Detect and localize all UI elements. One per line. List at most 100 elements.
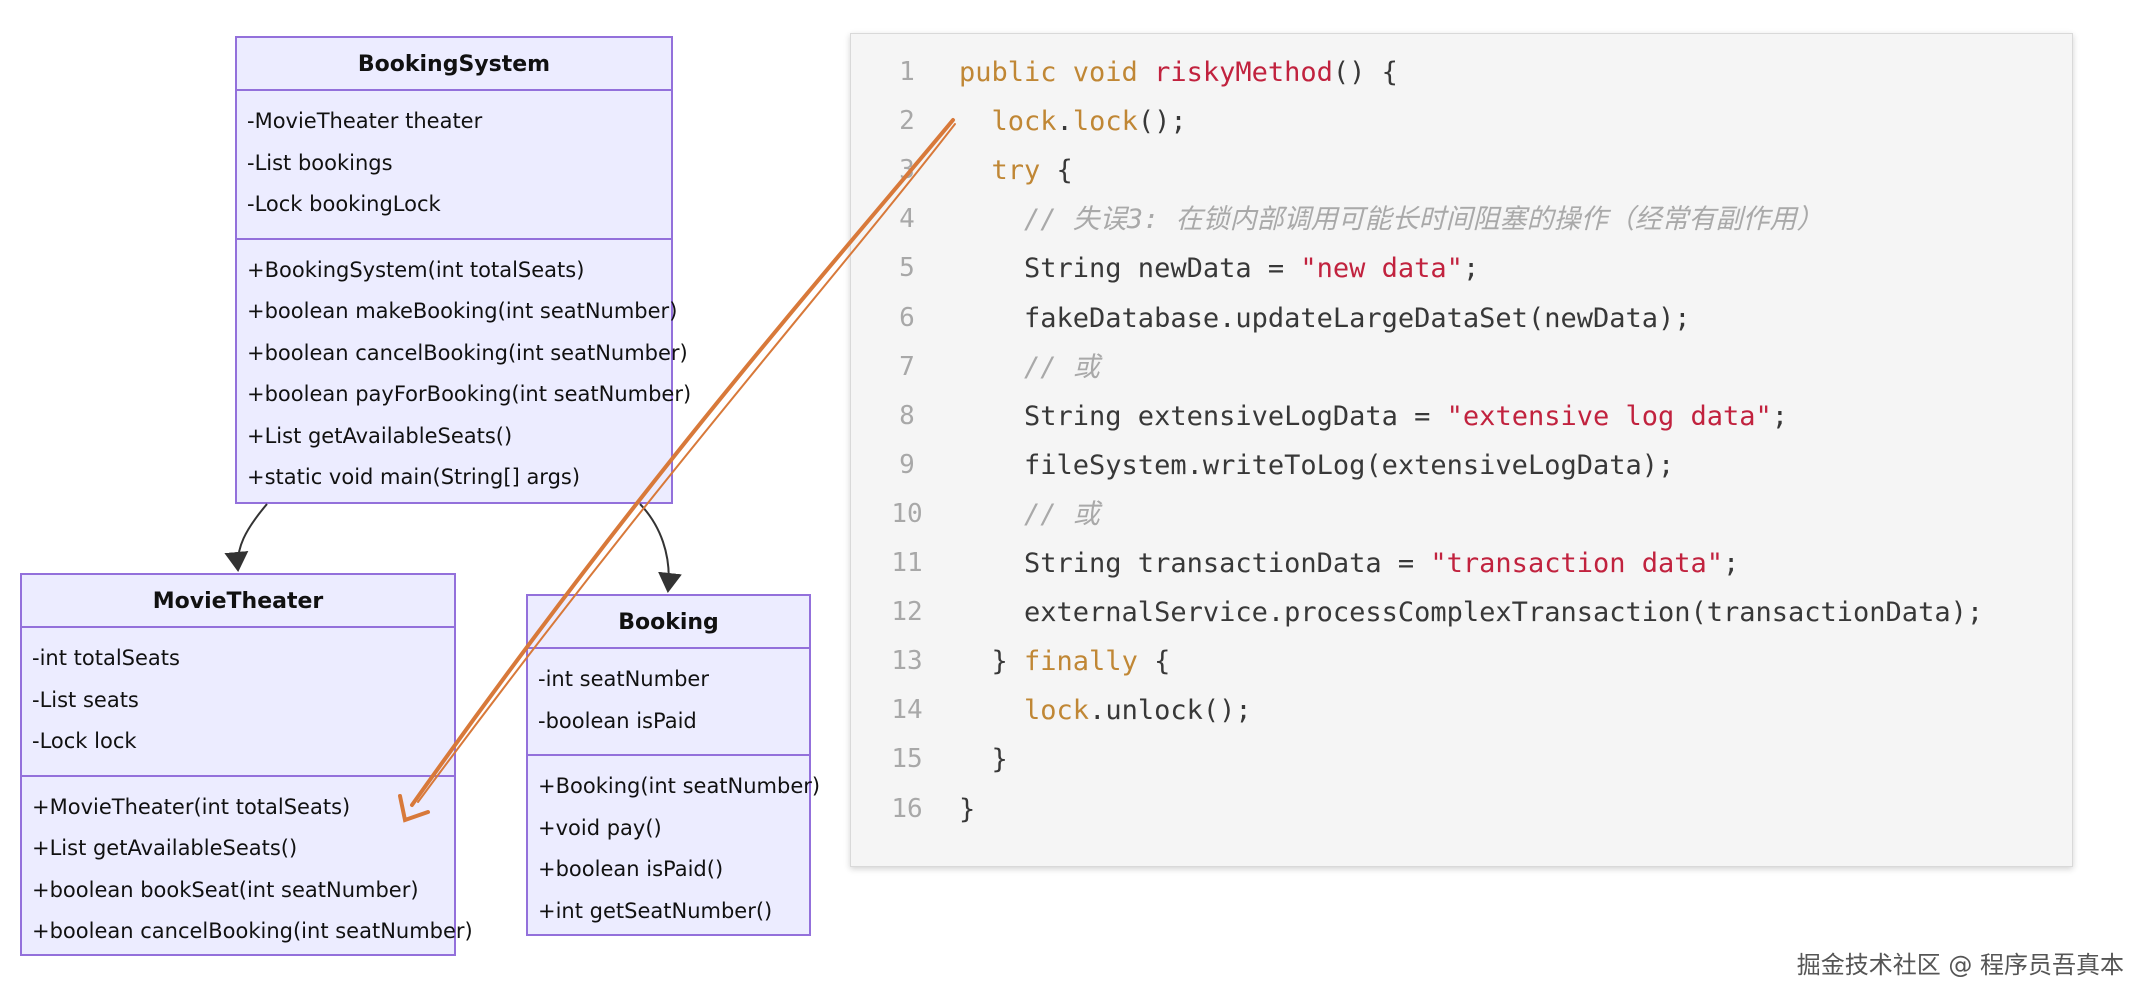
code-string: "transaction data" xyxy=(1430,548,1724,579)
code-token: String transactionData = xyxy=(959,548,1431,579)
code-token: ; xyxy=(1723,548,1740,579)
code-keyword: finally xyxy=(1024,646,1138,678)
code-text: fileSystem.writeToLog(extensiveLogData); xyxy=(959,441,1674,490)
code-text: } finally { xyxy=(959,637,1171,686)
code-text: try { xyxy=(959,146,1073,195)
line-number: 14 xyxy=(891,695,923,726)
class-method: +int getSeatNumber() xyxy=(538,898,773,923)
class-field: -boolean isPaid xyxy=(538,708,697,733)
class-field: -Lock bookingLock xyxy=(247,192,441,216)
code-string: "extensive log data" xyxy=(1446,400,1772,432)
line-number: 12 xyxy=(891,597,923,628)
code-line: 7 // 或 xyxy=(851,343,2072,392)
class-movie-theater: MovieTheater -int totalSeats-List seats-… xyxy=(20,573,473,956)
code-token: String newData = xyxy=(959,253,1301,285)
code-line: 11 String transactionData = "transaction… xyxy=(851,539,2072,588)
class-fields: -int totalSeats -List seats -Lock lock xyxy=(22,628,454,775)
code-token: fileSystem.writeToLog(extensiveLogData); xyxy=(959,449,1675,481)
code-token: ; xyxy=(1771,400,1789,432)
code-line: 6 fakeDatabase.updateLargeDataSet(newDat… xyxy=(851,294,2072,343)
class-field: -Lock lock xyxy=(32,729,137,753)
code-text: externalService.processComplexTransactio… xyxy=(959,588,1983,637)
code-text: String extensiveLogData = "extensive log… xyxy=(959,392,1788,441)
class-method: +Booking(int seatNumber) xyxy=(538,774,821,798)
code-text: } xyxy=(959,785,975,834)
code-comment: // 或 xyxy=(1024,498,1100,530)
relation-arrow-booking-system-to-movie-theater xyxy=(224,503,268,572)
code-line: 10 // 或 xyxy=(851,490,2072,539)
code-token: } xyxy=(959,793,976,825)
code-token: { xyxy=(1040,155,1073,187)
class-fields: -MovieTheater theater-List bookings-Lock… xyxy=(237,91,671,238)
code-text: String transactionData = "transaction da… xyxy=(959,539,1739,588)
code-line: 9 fileSystem.writeToLog(extensiveLogData… xyxy=(851,441,2072,490)
code-text: public void riskyMethod() { xyxy=(959,48,1398,97)
code-token: (); xyxy=(1137,106,1187,138)
code-token: .unlock(); xyxy=(1089,695,1252,727)
code-text: fakeDatabase.updateLargeDataSet(newData)… xyxy=(959,294,1691,343)
code-line: 13 } finally { xyxy=(851,637,2072,686)
code-token: fakeDatabase.updateLargeDataSet(newData)… xyxy=(959,302,1691,334)
code-text: lock.lock(); xyxy=(959,97,1187,146)
code-text: // 或 xyxy=(959,343,1100,392)
code-line: 4 // 失误3: 在锁内部调用可能长时间阻塞的操作（经常有副作用） xyxy=(851,195,2072,244)
code-line: 8 String extensiveLogData = "extensive l… xyxy=(851,392,2072,441)
class-method: +boolean payForBooking(int seatNumber) xyxy=(247,382,692,406)
class-title: Booking xyxy=(528,596,809,649)
class-field: -int totalSeats xyxy=(32,646,180,670)
code-token: } xyxy=(959,646,1025,678)
line-number: 13 xyxy=(891,646,923,677)
class-methods: +Booking(int seatNumber) +void pay() +bool… xyxy=(528,754,821,944)
class-booking-system: BookingSystem -MovieTheater theater-List… xyxy=(235,36,691,504)
relation-arrow-booking-system-to-booking xyxy=(639,503,682,593)
code-comment: // 或 xyxy=(1024,351,1100,383)
annotation-arrow xyxy=(398,118,956,823)
code-line: 2 lock.lock(); xyxy=(851,97,2072,146)
class-booking: Booking -int seatNumber -boolean isPaid +… xyxy=(526,594,820,936)
code-text: String newData = "new data"; xyxy=(959,244,1479,293)
class-title: MovieTheater xyxy=(22,575,454,628)
line-number: 9 xyxy=(899,449,915,480)
code-token: riskyMethod xyxy=(1154,57,1333,88)
class-method: +BookingSystem(int totalSeats) xyxy=(247,257,585,282)
code-token: lock xyxy=(991,106,1057,138)
code-token: { xyxy=(1137,646,1171,678)
class-method: +List getAvailableSeats() xyxy=(247,423,513,448)
class-method: +boolean isPaid() xyxy=(538,857,724,881)
code-token: lock xyxy=(1024,695,1090,727)
line-number: 11 xyxy=(891,548,923,578)
code-token: lock xyxy=(1072,106,1138,138)
class-field: -MovieTheater theater xyxy=(247,109,483,133)
class-method: +void pay() xyxy=(538,815,662,840)
code-keyword: public void xyxy=(959,57,1155,88)
code-comment: // 失误3: 在锁内部调用可能长时间阻塞的操作（经常有副作用） xyxy=(1024,204,1824,236)
class-method: +boolean bookSeat(int seatNumber) xyxy=(32,877,419,902)
code-text: // 或 xyxy=(959,490,1100,539)
class-method: +List getAvailableSeats() xyxy=(32,836,298,860)
code-string: "new data" xyxy=(1300,253,1463,285)
code-token: () { xyxy=(1332,57,1398,88)
code-text: // 失误3: 在锁内部调用可能长时间阻塞的操作（经常有副作用） xyxy=(959,195,1824,244)
class-method: +MovieTheater(int totalSeats) xyxy=(32,794,351,819)
class-field: -List seats xyxy=(32,687,139,712)
line-number: 8 xyxy=(899,400,915,431)
code-token: ; xyxy=(1462,253,1480,285)
class-method: +boolean cancelBooking(int seatNumber) xyxy=(247,340,688,365)
line-number: 2 xyxy=(899,106,915,137)
code-token: . xyxy=(1056,106,1073,138)
class-methods: +BookingSystem(int totalSeats)+boolean m… xyxy=(237,237,692,511)
line-number: 4 xyxy=(899,204,915,235)
code-text: } xyxy=(959,735,1008,784)
code-line: 15 } xyxy=(851,735,2072,784)
watermark: 掘金技术社区 @ 程序员吾真本 xyxy=(1796,951,2124,979)
class-methods: +MovieTheater(int totalSeats) +List getAv… xyxy=(22,774,473,965)
line-number: 16 xyxy=(891,793,923,824)
class-field: -int seatNumber xyxy=(538,667,709,691)
code-line: 16} xyxy=(851,785,2072,834)
code-line: 14 lock.unlock(); xyxy=(851,686,2072,735)
line-number: 6 xyxy=(899,302,915,333)
class-method: +static void main(String[] args) xyxy=(247,465,581,489)
